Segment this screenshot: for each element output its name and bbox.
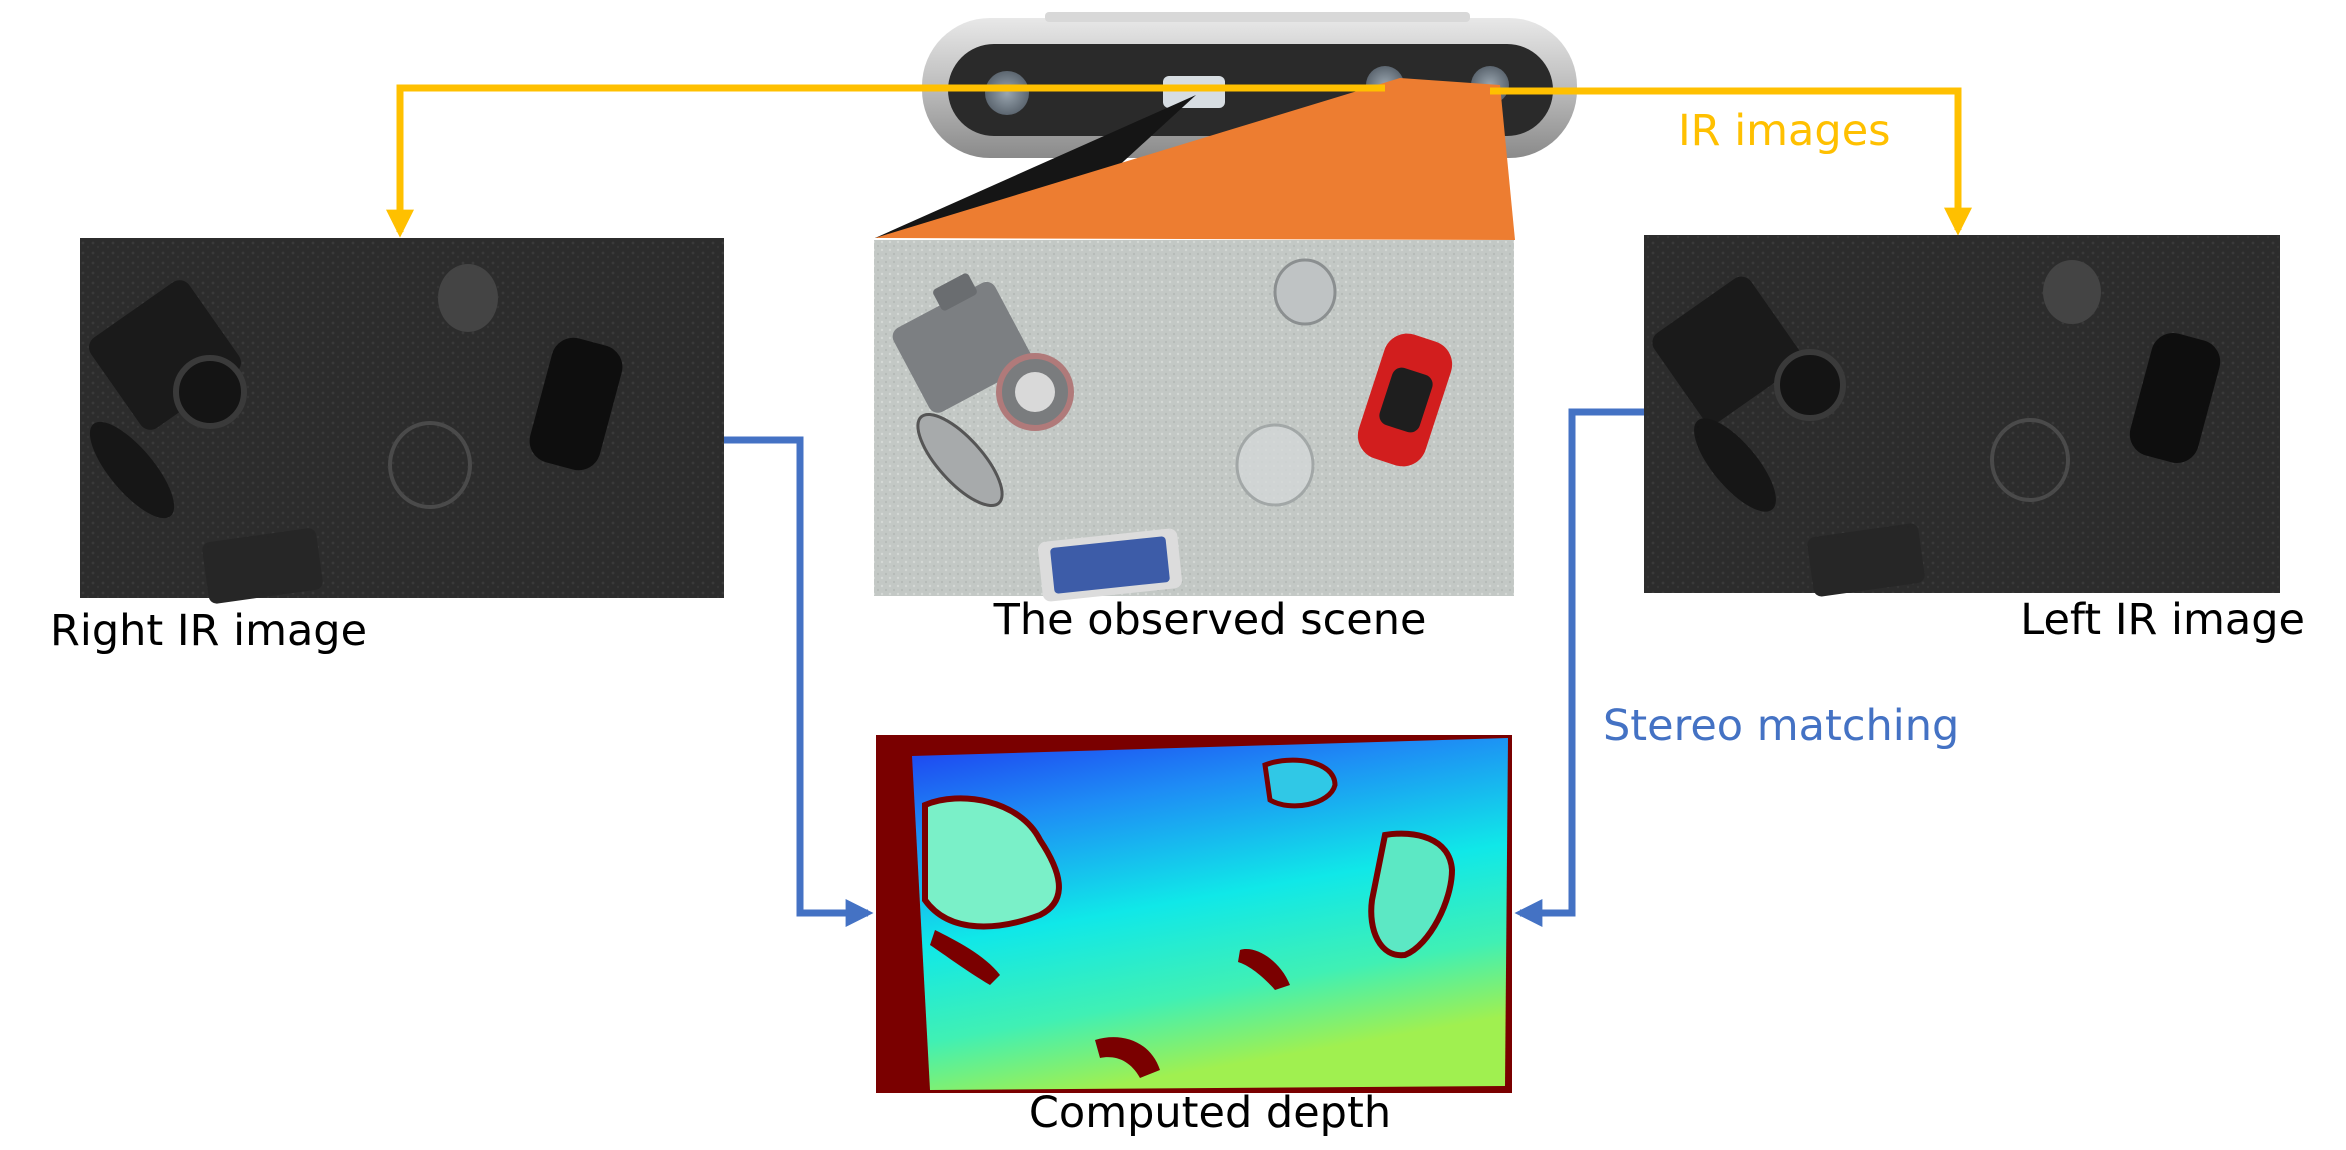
projector-cone bbox=[875, 78, 1515, 240]
stereo-arrow-from-right-image bbox=[724, 436, 874, 927]
left-ir-image bbox=[1644, 235, 2280, 597]
ir-images-label: IR images bbox=[1678, 106, 1891, 156]
rgb-field-of-view bbox=[875, 95, 1196, 238]
observed-scene-label: The observed scene bbox=[993, 595, 1427, 645]
right-ir-image-label: Right IR image bbox=[50, 606, 367, 656]
ir-arrow-to-right-image bbox=[386, 84, 1385, 238]
camera-rgb-sensor-icon bbox=[1163, 76, 1225, 108]
ir-arrow-to-left-image bbox=[1490, 87, 1972, 236]
computed-depth-image bbox=[876, 735, 1512, 1093]
left-ir-image-label: Left IR image bbox=[2020, 595, 2305, 645]
stereo-arrow-from-left-image bbox=[1514, 408, 1644, 927]
stereo-matching-label: Stereo matching bbox=[1603, 701, 1959, 751]
right-ir-image bbox=[80, 238, 724, 604]
observed-scene-image bbox=[874, 240, 1514, 602]
computed-depth-label: Computed depth bbox=[1029, 1088, 1391, 1138]
camera-lens-left-icon bbox=[985, 71, 1029, 115]
